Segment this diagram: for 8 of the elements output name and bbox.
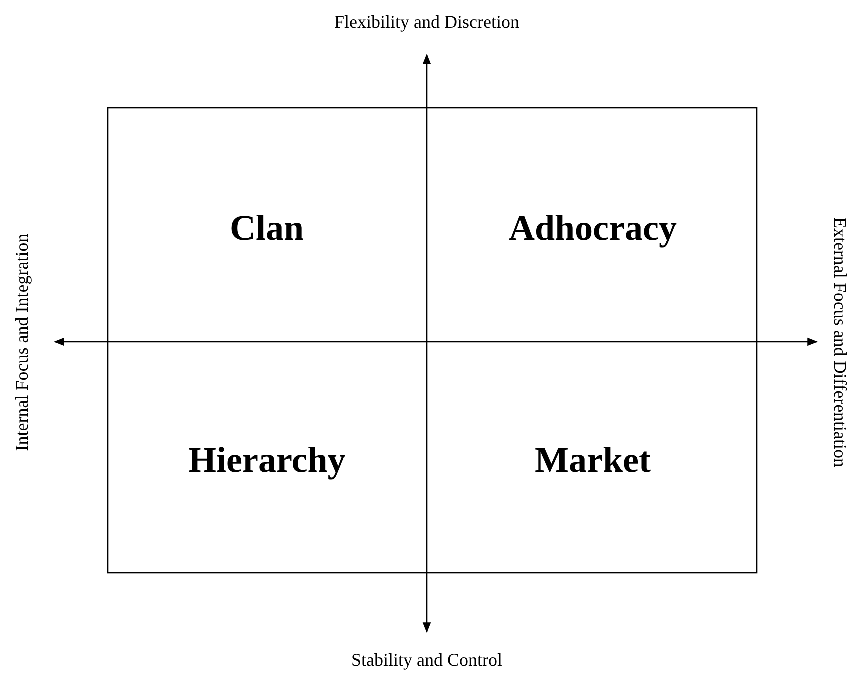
axis-label: Internal Focus and Integration: [12, 233, 33, 451]
quadrant-label: Market: [535, 439, 651, 481]
axis-label: Stability and Control: [352, 650, 502, 670]
quadrant-label: Clan: [230, 207, 304, 249]
axis-label: External Focus and Differentiation: [830, 216, 849, 468]
quadrant-label: Adhocracy: [509, 207, 677, 249]
quadrant-label: Hierarchy: [188, 439, 346, 481]
axis-label: Flexibility and Discretion: [334, 12, 520, 32]
